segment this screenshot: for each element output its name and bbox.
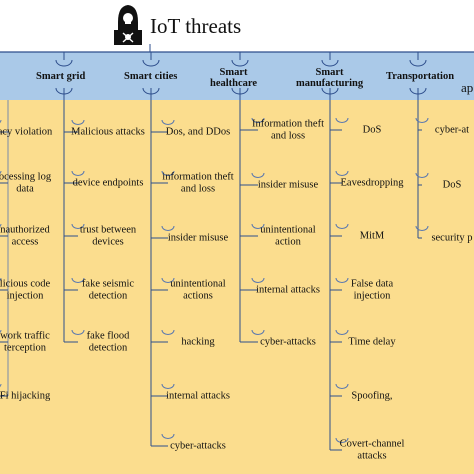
threat-item: internal attacks (256, 284, 320, 296)
threat-item: Malicious attacks (71, 126, 145, 138)
item-arc (71, 170, 85, 176)
band-partial-text: ap (461, 80, 474, 95)
threat-item: insider misuse (167, 232, 229, 244)
item-arc (71, 329, 85, 335)
item-arc (251, 117, 265, 123)
item-arc (251, 277, 265, 283)
item-arc (335, 437, 349, 443)
threat-item: acy violation (0, 126, 53, 138)
item-arc (335, 223, 349, 229)
item-arc (335, 117, 349, 123)
threat-item: Eavesdropping (340, 177, 404, 189)
threat-item: device endpoints (72, 177, 144, 189)
item-arc (335, 383, 349, 389)
threat-item: MitM (359, 230, 385, 242)
threat-item: hacking (181, 336, 215, 348)
branch-arc (55, 59, 73, 67)
threat-item: Time delay (348, 336, 396, 348)
branch-arc (231, 59, 249, 67)
item-arc (71, 119, 85, 125)
threat-item: insider misuse (257, 179, 319, 191)
item-arc (71, 223, 85, 229)
threat-item: cyber-attacks (170, 440, 226, 452)
item-arc (0, 223, 2, 228)
item-arc (335, 329, 349, 335)
threat-item: DoS (362, 124, 382, 136)
item-arc (251, 223, 265, 229)
branch-arc (321, 59, 339, 67)
threat-item: Spoofing, (351, 390, 393, 402)
branch-arc (409, 59, 427, 67)
threat-item: security p (431, 232, 473, 244)
item-arc (0, 119, 2, 124)
item-arc (161, 433, 175, 439)
threat-item: Dos, and DDos (165, 126, 231, 138)
branch-arc (142, 59, 160, 67)
threat-item: cyber-at (434, 124, 470, 136)
threats-area (0, 100, 474, 474)
hacker-skull-laptop-icon (110, 2, 146, 48)
category-transportation: Transportation (386, 71, 455, 82)
item-arc (0, 170, 2, 175)
diagram-title: IoT threats (150, 14, 242, 38)
item-arc (0, 383, 2, 388)
category-smart-grid: Smart grid (36, 71, 86, 82)
item-arc (335, 170, 349, 176)
threat-item: cyber-attacks (260, 336, 316, 348)
item-arc (0, 329, 2, 334)
item-arc (415, 225, 429, 231)
item-arc (251, 172, 265, 178)
item-arc (161, 383, 175, 389)
item-arc (161, 277, 175, 283)
item-arc (415, 117, 429, 123)
item-arc (335, 277, 349, 283)
item-arc (161, 225, 175, 231)
threat-item: Fi hijacking (0, 390, 51, 402)
threat-item: DoS (442, 179, 462, 191)
item-arc (161, 329, 175, 335)
category-smart-cities: Smart cities (124, 71, 178, 82)
item-arc (0, 277, 2, 282)
item-arc (415, 172, 429, 178)
item-arc (161, 119, 175, 125)
category-band (0, 52, 474, 100)
item-arc (251, 329, 265, 335)
item-arc (161, 170, 175, 176)
item-arc (71, 277, 85, 283)
threat-item: internal attacks (166, 390, 230, 402)
